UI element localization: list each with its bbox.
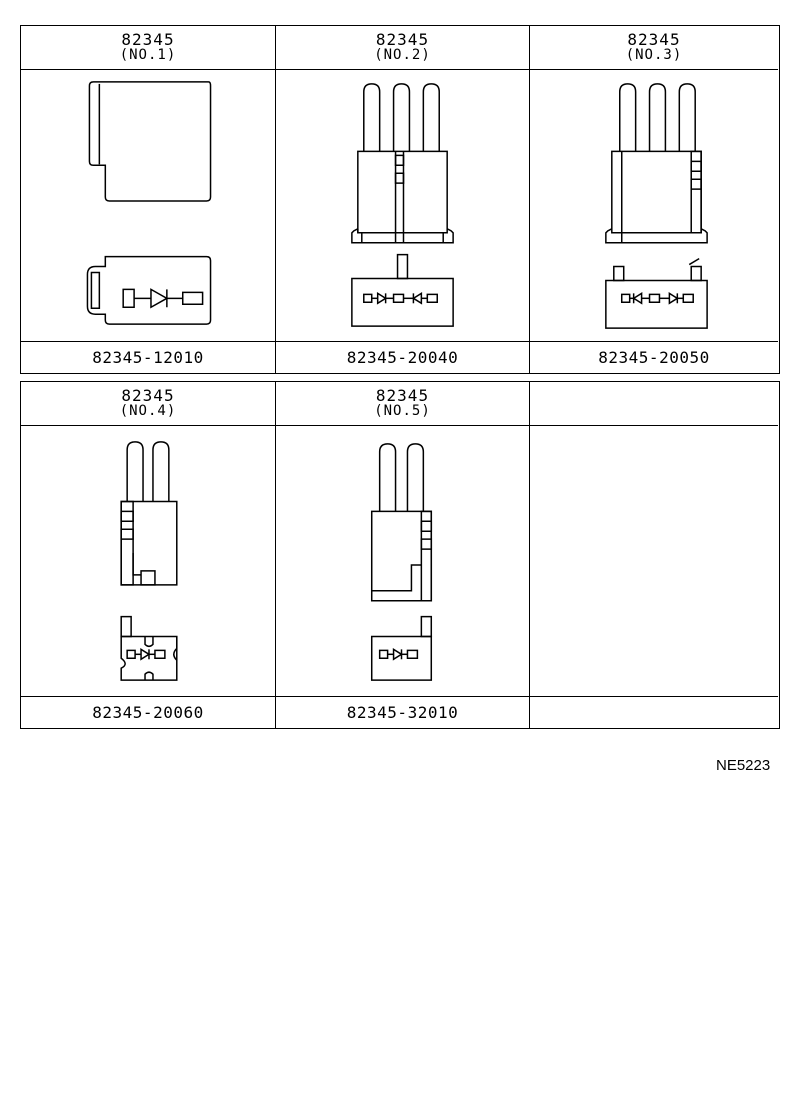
part-cell-no5: 82345 (NO.5) 8234 (275, 382, 529, 728)
part-header: 82345 (NO.1) (21, 26, 275, 70)
part-illustration (276, 70, 529, 341)
part-cell-no4: 82345 (NO.4) (21, 382, 275, 728)
part-number: 82345-12010 (21, 341, 275, 373)
diode-block-no2-drawing (276, 70, 529, 341)
part-number-label: (NO.2) (374, 47, 431, 63)
part-cell-no3: 82345 (NO.3) (529, 26, 778, 373)
part-illustration (530, 70, 778, 341)
part-illustration (530, 426, 778, 696)
part-header: 82345 (NO.5) (276, 382, 529, 426)
part-header: 82345 (NO.3) (530, 26, 778, 70)
part-number: 82345-32010 (276, 696, 529, 728)
part-number: 82345-20040 (276, 341, 529, 373)
part-cell-no1: 82345 (NO.1) 82345-12010 (21, 26, 275, 373)
part-header: 82345 (NO.4) (21, 382, 275, 426)
part-cell-empty (529, 382, 778, 728)
diode-block-no5-drawing (276, 426, 529, 696)
part-number: 82345-20050 (530, 341, 778, 373)
part-cell-no2: 82345 (NO.2) (275, 26, 529, 373)
reference-code: NE5223 (716, 757, 771, 774)
diode-block-no1-drawing (21, 70, 275, 341)
diode-block-no3-drawing (530, 70, 778, 341)
part-number-label: (NO.4) (119, 403, 177, 419)
parts-table-row-1: 82345 (NO.1) 82345-12010 82345 (20, 25, 780, 374)
part-code: 82345 (121, 30, 175, 49)
part-number-label: (NO.1) (119, 47, 177, 63)
part-number-label: (NO.3) (625, 47, 683, 63)
part-code: 82345 (627, 30, 681, 49)
parts-table-row-2: 82345 (NO.4) (20, 381, 780, 729)
part-code: 82345 (375, 386, 430, 405)
part-illustration (21, 70, 275, 341)
part-number: 82345-20060 (21, 696, 275, 728)
part-header: 82345 (NO.2) (276, 26, 529, 70)
diode-block-no4-drawing (21, 426, 275, 696)
part-code: 82345 (375, 30, 430, 49)
part-header (530, 382, 778, 426)
part-illustration (276, 426, 529, 696)
part-number-label: (NO.5) (374, 403, 431, 419)
part-number (530, 696, 778, 728)
part-code: 82345 (121, 386, 175, 405)
part-illustration (21, 426, 275, 696)
